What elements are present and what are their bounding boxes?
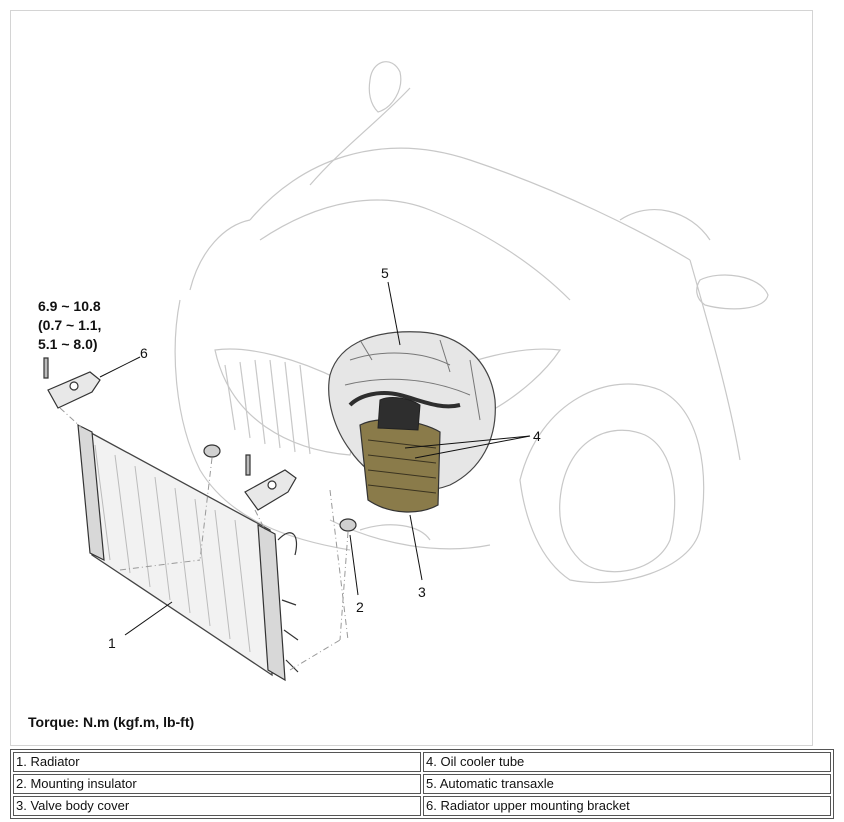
mounting-bracket-left <box>43 357 101 409</box>
torque-spec-line2: (0.7 ~ 1.1, <box>38 317 102 333</box>
radiator-left-tank <box>77 423 105 562</box>
torque-spec-line1: 6.9 ~ 10.8 <box>38 298 101 314</box>
callout-1: 1 <box>108 635 116 651</box>
harness <box>377 397 421 431</box>
leader-2 <box>349 534 359 596</box>
radiator-fins <box>94 444 251 653</box>
wheel <box>559 429 676 573</box>
windshield-edge <box>309 87 411 186</box>
leader-3 <box>409 514 423 581</box>
legend-row: 2. Mounting insulator 5. Automatic trans… <box>13 774 831 794</box>
mounting-insulators <box>203 444 357 532</box>
side-mirror <box>696 274 769 310</box>
a-pillar <box>619 209 711 241</box>
mounting-bracket-center <box>244 454 297 511</box>
oil-cooler-tube <box>348 391 461 409</box>
torque-spec: 6.9 ~ 10.8 (0.7 ~ 1.1, 5.1 ~ 8.0) <box>38 297 101 354</box>
torque-spec-line3: 5.1 ~ 8.0) <box>38 336 98 352</box>
insulator-upper <box>203 444 221 458</box>
insulator-lower <box>339 518 357 532</box>
callout-5: 5 <box>381 265 389 281</box>
radiator-fittings <box>277 532 299 673</box>
leader-4b <box>414 435 531 459</box>
parts-legend: 1. Radiator 4. Oil cooler tube 2. Mounti… <box>10 749 834 819</box>
exploded-diagram <box>43 61 769 682</box>
torque-unit-note: Torque: N.m (kgf.m, lb-ft) <box>28 714 195 730</box>
fender-left <box>189 219 251 291</box>
bolt-center <box>245 454 251 476</box>
fog-light <box>359 524 431 541</box>
wheel-arch <box>519 383 705 584</box>
callout-4: 4 <box>533 428 541 444</box>
legend-item-6: 6. Radiator upper mounting bracket <box>423 796 831 816</box>
leader-1 <box>124 601 173 636</box>
callout-6: 6 <box>140 345 148 361</box>
legend-item-5: 5. Automatic transaxle <box>423 774 831 794</box>
valve-cover-ribs <box>367 439 437 494</box>
legend-item-4: 4. Oil cooler tube <box>423 752 831 772</box>
legend-item-3: 3. Valve body cover <box>13 796 421 816</box>
transaxle <box>328 331 496 513</box>
grille-bars <box>224 359 311 455</box>
leader-4a <box>404 435 531 449</box>
radiator <box>77 423 299 682</box>
leader-lines <box>99 281 531 636</box>
bracket-left-hole <box>69 381 79 391</box>
mirror-top <box>368 61 402 113</box>
legend-row: 1. Radiator 4. Oil cooler tube <box>13 752 831 772</box>
legend-row: 3. Valve body cover 6. Radiator upper mo… <box>13 796 831 816</box>
assembly-guides <box>59 407 349 671</box>
leader-6 <box>99 356 141 378</box>
hood-crease <box>259 199 571 301</box>
leader-5 <box>387 281 401 346</box>
hood-outline <box>249 147 691 261</box>
legend-item-2: 2. Mounting insulator <box>13 774 421 794</box>
bracket-center-hole <box>267 480 277 490</box>
radiator-right-tank <box>257 523 286 682</box>
callout-2: 2 <box>356 599 364 615</box>
bolt-left <box>43 357 49 379</box>
legend-item-1: 1. Radiator <box>13 752 421 772</box>
door-line <box>689 259 741 461</box>
valve-body-cover <box>359 419 441 513</box>
callout-3: 3 <box>418 584 426 600</box>
bracket-center-body <box>244 469 297 511</box>
transaxle-detail <box>344 339 481 421</box>
